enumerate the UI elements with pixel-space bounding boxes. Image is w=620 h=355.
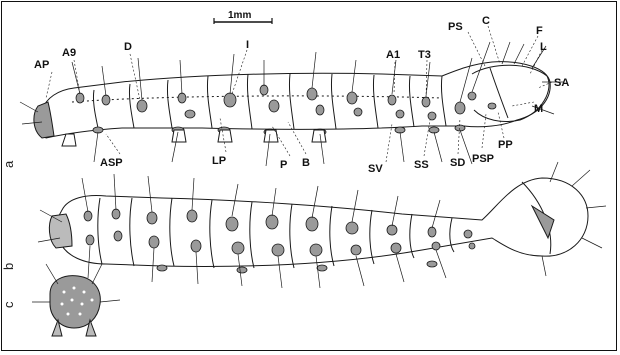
- scale-bar-label: 1mm: [228, 10, 251, 21]
- label-I: I: [246, 39, 249, 51]
- label-PP: PP: [498, 139, 513, 151]
- detail-c-anal-plate: [32, 264, 120, 336]
- scale-bar: 1mm: [214, 10, 272, 24]
- panel-a-label: a: [2, 160, 16, 168]
- label-A1: A1: [386, 49, 400, 61]
- label-PS: PS: [448, 21, 463, 33]
- label-P: P: [280, 159, 287, 171]
- label-SD: SD: [450, 157, 465, 169]
- label-B: B: [302, 157, 310, 169]
- panel-b-label: b: [2, 263, 16, 270]
- label-T3: T3: [418, 49, 431, 61]
- label-L: L: [540, 41, 547, 53]
- larva-illustration: 1mm a b c: [2, 2, 617, 351]
- panel-c-label: c: [2, 301, 16, 308]
- label-M: M: [534, 103, 543, 115]
- label-F: F: [536, 25, 543, 37]
- label-PSP: PSP: [472, 153, 494, 165]
- label-D: D: [124, 41, 132, 53]
- label-SA: SA: [554, 77, 569, 89]
- label-LP: LP: [212, 155, 226, 167]
- label-SS: SS: [414, 159, 429, 171]
- larva-figure: 1mm a b c: [1, 1, 617, 351]
- label-ASP: ASP: [100, 157, 123, 169]
- label-AP: AP: [34, 59, 49, 71]
- label-SV: SV: [368, 163, 383, 175]
- label-C: C: [482, 15, 490, 27]
- label-A9: A9: [62, 47, 76, 59]
